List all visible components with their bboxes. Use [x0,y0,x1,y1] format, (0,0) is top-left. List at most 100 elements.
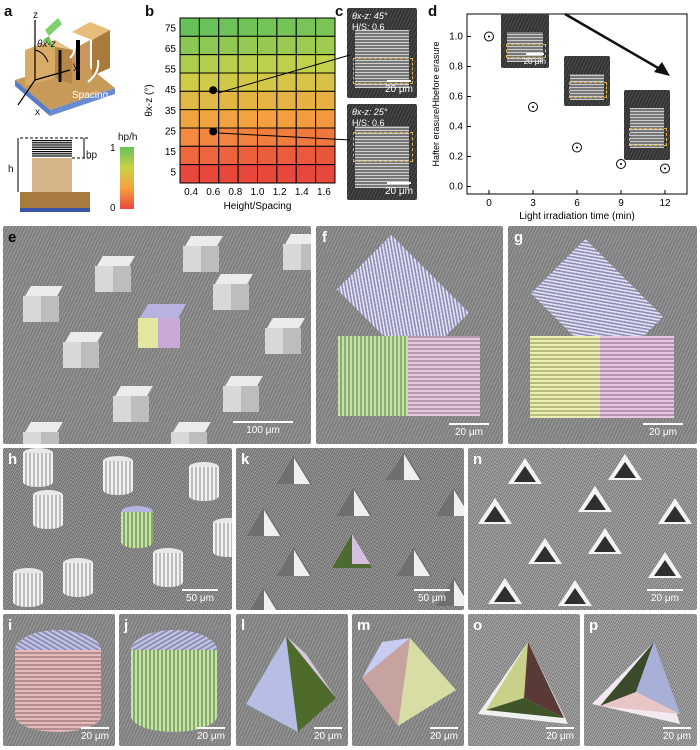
pyramid [386,452,422,482]
cube [23,422,63,444]
heatmap-marker [209,86,218,95]
cube-top [173,422,211,432]
pillar [153,548,183,590]
sem-image-g: g 20 μm [508,226,697,444]
stripe-layer [32,142,72,144]
sem-image-e: e 100 μm [3,226,311,444]
k-scale: 50 μm [418,593,446,604]
panel-label-o: o [473,617,483,634]
pyramid-cavity [614,462,636,478]
cube-left [113,396,131,422]
cube-top [25,286,63,296]
heatmap-cell [179,164,200,184]
pillar [23,448,53,490]
sem-image-i: i 20 μm [3,614,115,746]
stripe-layer [32,144,72,146]
cube-right [301,244,311,270]
inset-sem-2 [564,56,610,106]
o-scale: 20 μm [546,731,574,742]
j-scale: 20 μm [197,731,225,742]
heatmap-cell [179,127,200,147]
cube-right [241,386,259,412]
angle-label: θx-z [37,39,56,50]
pyramid [396,548,432,578]
cube-left-face [338,336,408,416]
panel-label-j: j [124,617,129,634]
cube [95,256,135,296]
f-scale: 20 μm [455,427,483,438]
y-axis-label: θx-z (°) [144,84,155,116]
cube-top [215,274,253,284]
heatmap-cell [179,72,200,92]
y-tick-label: 55 [165,65,177,76]
h-label: h [8,164,14,175]
sem-image-l: l 20 μm [236,614,348,746]
pyramid [246,588,282,610]
x-axis-label: Height/Spacing [224,201,292,212]
inverted-pyramid [508,458,542,488]
h-scale: 50 μm [186,593,214,604]
heatmap-cell [179,35,200,56]
pillar-body [213,523,232,557]
heatmap-cell [179,90,200,111]
cube-right [231,284,249,310]
cube [113,386,153,426]
cube-top [25,422,63,432]
cube-right-face [408,336,480,416]
pillar-body [63,563,93,597]
pillar [63,558,93,600]
pyramid-cavity [534,546,556,562]
inverted-pyramid-shape [592,642,680,724]
x-axis-label: Light irradiation time (min) [519,211,635,222]
cube [23,286,63,326]
pyramid-face-light [404,454,420,480]
cube-top [285,234,311,244]
panel-label-b: b [145,3,155,20]
panel-label-a: a [4,3,13,20]
y-tick-label: 1.0 [449,32,463,43]
x-tick-label: 3 [530,198,536,209]
pillar-body [33,495,63,529]
cube-left [63,342,81,368]
cube-left [171,432,189,444]
cube-right [283,328,301,354]
cube [265,318,305,358]
panel-label-f: f [322,229,327,246]
pillar-body [103,461,133,495]
x-tick-label: 1.0 [251,187,265,198]
pyramid-face-light [264,590,280,610]
x-tick-label: 1.2 [273,187,287,198]
sem-image-n: n 20 μm [468,448,697,610]
cube-left [23,432,41,444]
sem-image-c-top: θx-z: 45° H/S: 0.6 20 μm [347,8,417,98]
cube-top [97,256,135,266]
pyramid-face-light [294,458,310,484]
y-tick-label: 5 [170,168,176,179]
data-point-center [620,163,622,165]
m-scale: 20 μm [430,731,458,742]
inset-scale: 20 μm [523,57,546,66]
y-tick-label: 0.2 [449,152,463,163]
pyramid-cavity [654,560,676,576]
pyramid [436,488,464,518]
spacing-label: Spacing [72,90,109,101]
pillar [213,518,232,560]
sem-image-k: k 50 μm [236,448,464,610]
pillar [103,456,133,498]
pyramid-shape [362,638,456,726]
e-scale: 100 μm [246,425,280,436]
sem-image-h: h 50 μm [3,448,232,610]
y-tick-label: 65 [165,44,177,55]
stripe-layer [32,140,72,142]
inverted-pyramid [608,454,642,484]
y-tick-label: 75 [165,23,177,34]
inverted-pyramid-shape [478,642,568,724]
inverted-pyramid [528,538,562,568]
heatmap-cell [179,109,200,129]
y-tick-label: 0.6 [449,92,463,103]
c-bottom-scale: 20 μm [385,186,413,197]
panel-label-m: m [357,617,371,634]
cube-right [41,296,59,322]
x-tick-label: 12 [659,198,671,209]
highlighted-pillar [121,506,153,552]
